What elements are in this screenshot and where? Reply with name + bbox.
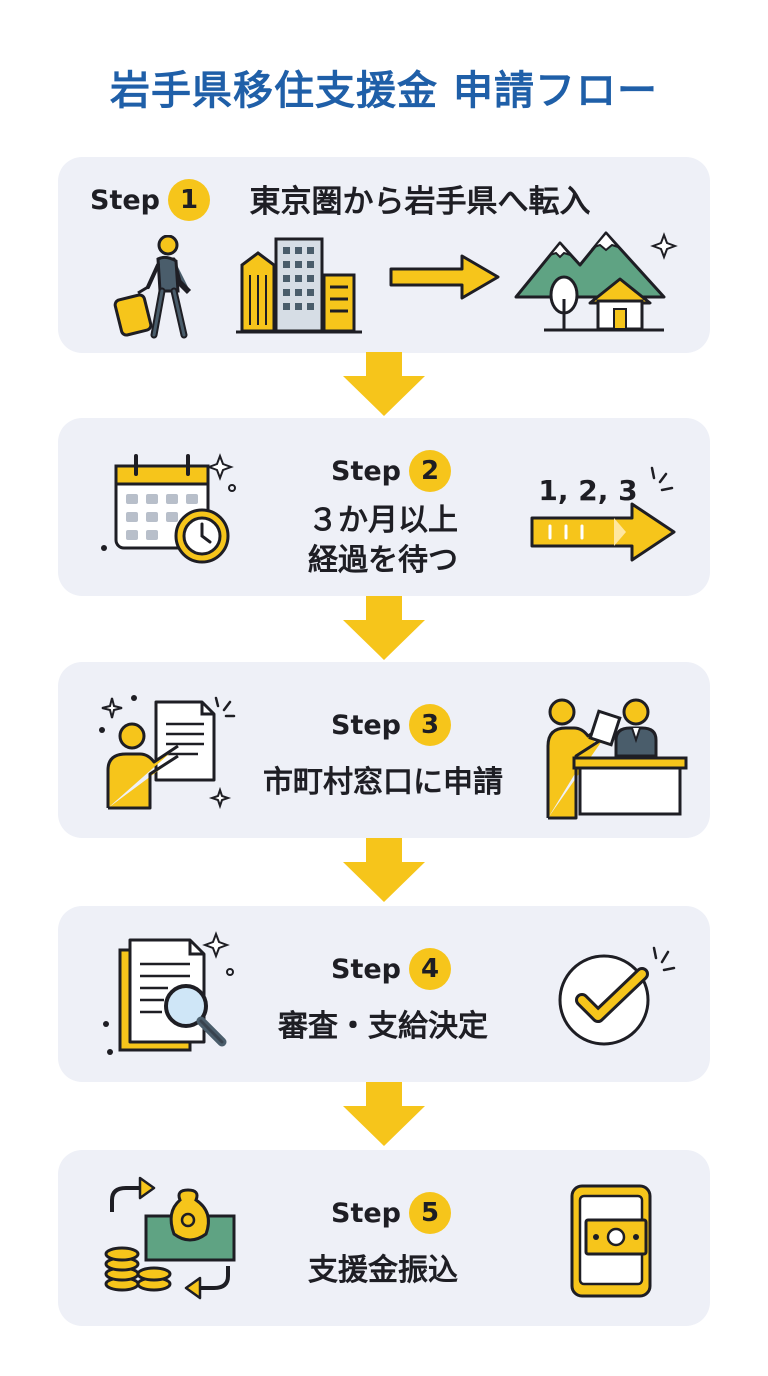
step-2-line-1: ３か月以上 (308, 503, 458, 538)
step-2-card: Step 2 ３か月以上 経過を待つ 1, 2, 3 (58, 418, 710, 596)
step-2-number: 2 (409, 450, 451, 492)
step-5-prefix: Step (331, 1197, 401, 1229)
down-arrow-1-icon (343, 352, 425, 416)
service-counter-icon (546, 698, 688, 820)
city-buildings-icon (236, 237, 362, 334)
step-5-header: Step 5 (331, 1192, 451, 1234)
step-2-prefix: Step (331, 455, 401, 487)
down-arrow-4-icon (343, 1082, 425, 1146)
page-title: 岩手県移住支援金 申請フロー (110, 68, 658, 114)
smartphone-payment-icon (570, 1184, 652, 1298)
calendar-clock-icon (101, 453, 236, 564)
step-5-number: 5 (409, 1192, 451, 1234)
step-3-number: 3 (409, 704, 451, 746)
step-5-card: Step 5 支援金振込 (58, 1150, 710, 1326)
checkmark-circle-icon (558, 946, 676, 1046)
step-2-header: Step 2 (331, 450, 451, 492)
step-1-line-1: 東京圏から岩手県へ転入 (249, 184, 591, 220)
right-arrow-icon (389, 254, 500, 300)
step-1-card: Step 1 東京圏から岩手県へ転入 (58, 157, 710, 353)
step-1-header: Step 1 (90, 179, 210, 221)
down-arrow-2-icon (343, 596, 425, 660)
step-4-prefix: Step (331, 953, 401, 985)
step-3-prefix: Step (331, 709, 401, 741)
step-1-prefix: Step (90, 184, 160, 216)
step-3-header: Step 3 (331, 704, 451, 746)
step-3-line-1: 市町村窓口に申請 (263, 765, 503, 800)
down-arrow-3-icon (343, 838, 425, 902)
mountain-house-icon (514, 231, 678, 332)
step-3-card: Step 3 市町村窓口に申請 (58, 662, 710, 838)
step-4-number: 4 (409, 948, 451, 990)
step-5-line-1: 支援金振込 (308, 1253, 458, 1288)
step-4-card: Step 4 審査・支給決定 (58, 906, 710, 1082)
step-2-counter: 1, 2, 3 (538, 474, 638, 507)
person-document-icon (99, 695, 236, 810)
money-transfer-icon (104, 1176, 236, 1300)
step-4-header: Step 4 (331, 948, 451, 990)
progress-arrow-icon (530, 466, 676, 562)
step-1-number: 1 (168, 179, 210, 221)
traveler-icon (113, 235, 192, 339)
step-2-line-2: 経過を待つ (308, 543, 458, 578)
step-4-line-1: 審査・支給決定 (278, 1009, 488, 1044)
document-search-icon (103, 931, 234, 1055)
